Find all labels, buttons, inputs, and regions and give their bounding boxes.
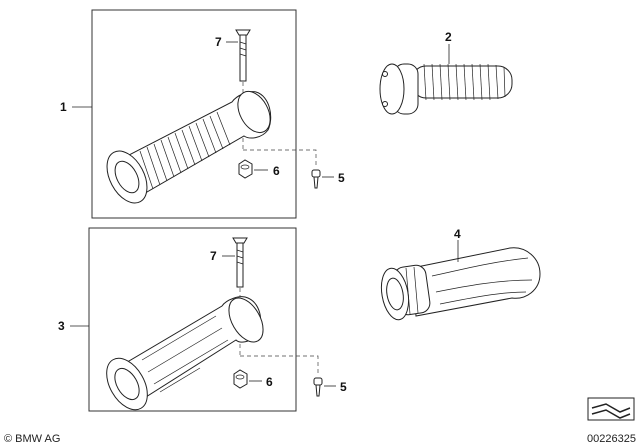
grip-4-grooves: [431, 257, 533, 305]
callout-4[interactable]: 4: [454, 227, 461, 241]
copyright-label: © BMW AG: [4, 433, 60, 445]
bmw-nav-arrow-icon: [587, 397, 635, 421]
screw-5-axis-top: [243, 149, 317, 168]
grip-2-ribbed[interactable]: [379, 63, 513, 115]
screw-5-axis-bottom: [240, 355, 319, 376]
callout-6-bottom[interactable]: 6: [266, 375, 273, 389]
diagram-number: 00226325: [587, 433, 636, 445]
callout-6-top[interactable]: 6: [273, 164, 280, 178]
screw-5-top[interactable]: [311, 169, 321, 189]
callout-7-bottom[interactable]: 7: [210, 249, 217, 263]
screw-7-top[interactable]: [235, 29, 251, 82]
grip-3-standard[interactable]: [98, 292, 270, 417]
callout-1[interactable]: 1: [60, 100, 67, 114]
grip-1-ribs: [139, 111, 231, 190]
grip-1-ribbed[interactable]: [99, 86, 277, 210]
callout-5-top[interactable]: 5: [338, 171, 345, 185]
nut-6-bottom[interactable]: [233, 369, 248, 389]
grip-4-standard[interactable]: [378, 247, 541, 322]
assembly-frame-top: [91, 9, 297, 219]
callout-7-top[interactable]: 7: [215, 35, 222, 49]
screw-5-bottom[interactable]: [313, 377, 323, 397]
screw-7-bottom[interactable]: [232, 237, 248, 288]
callout-2[interactable]: 2: [445, 30, 452, 44]
nut-6-top[interactable]: [238, 159, 253, 179]
callout-3[interactable]: 3: [58, 319, 65, 333]
assembly-frame-bottom: [88, 227, 297, 412]
callout-5-bottom[interactable]: 5: [340, 380, 347, 394]
grip-2-ribs: [423, 63, 506, 101]
grip-3-grooves: [141, 315, 229, 393]
